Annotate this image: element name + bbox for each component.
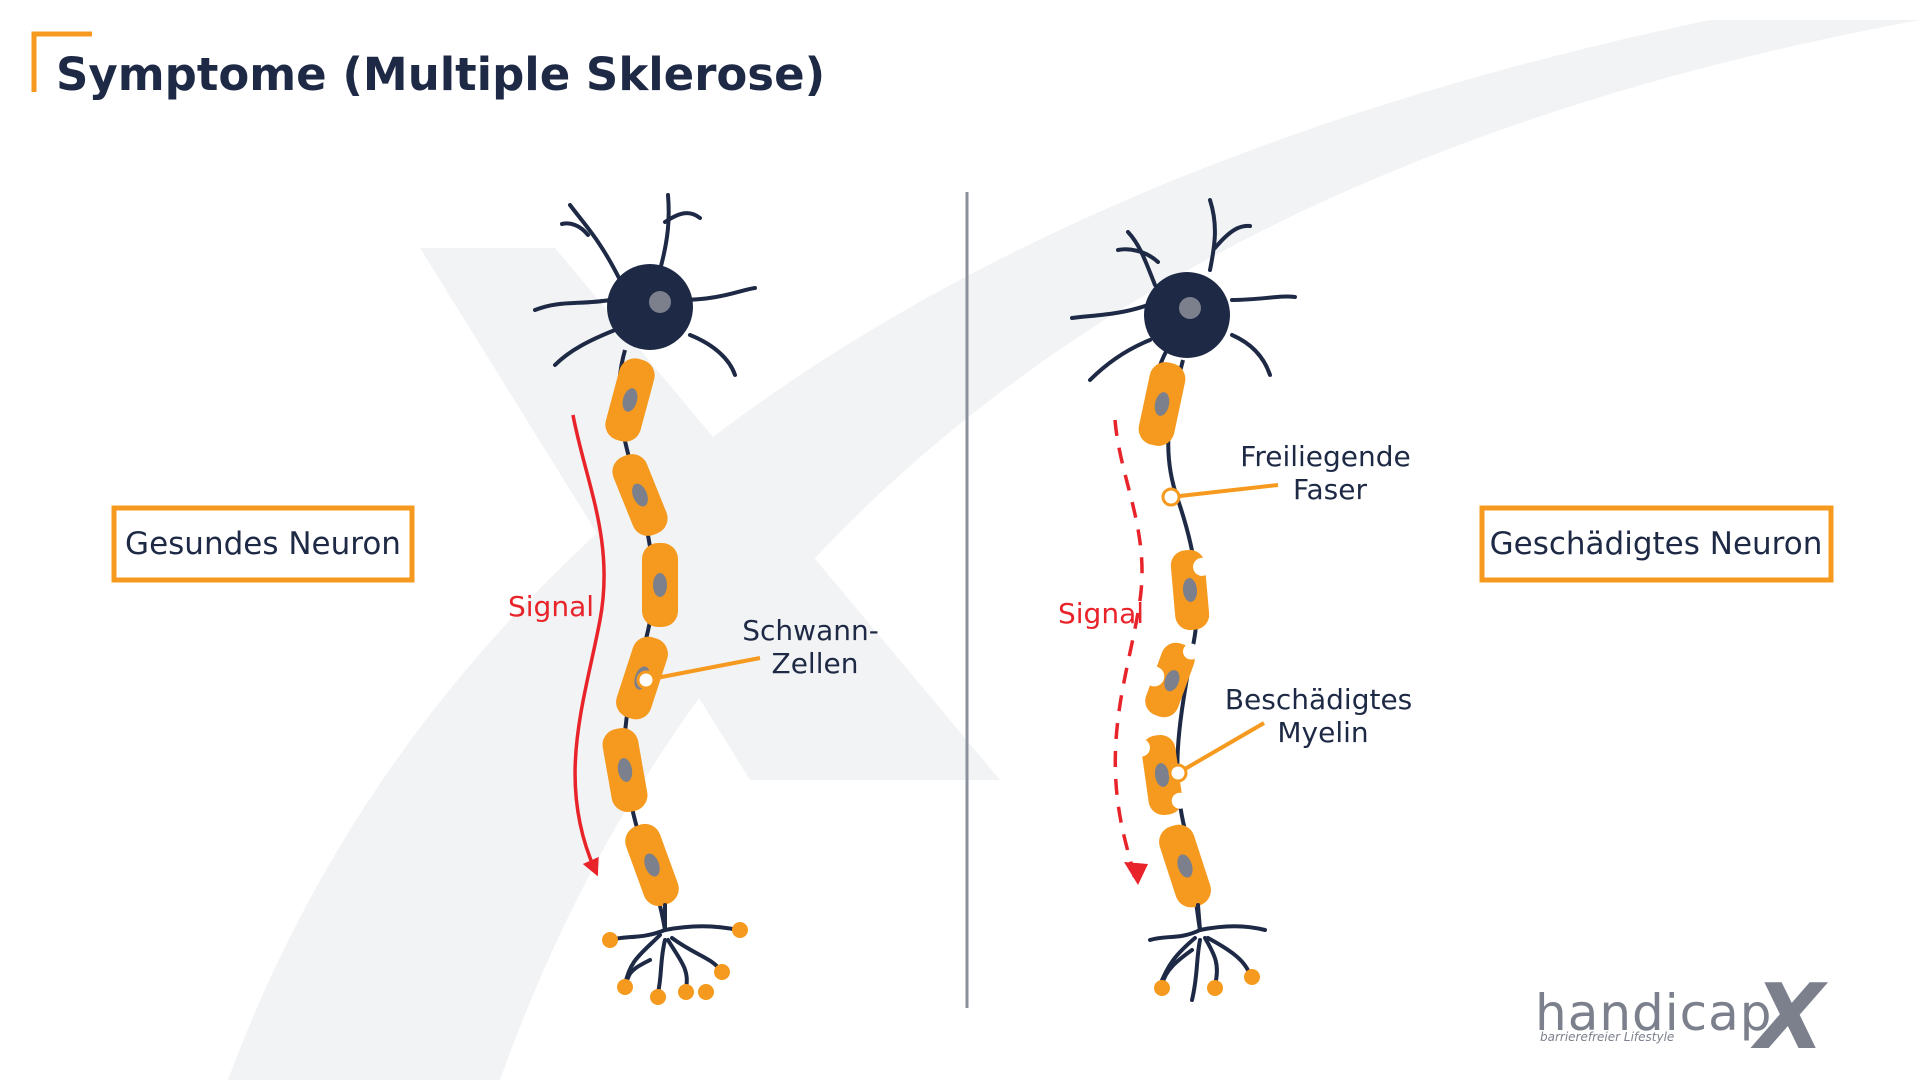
healthy-myelin-segment [602, 728, 648, 812]
damaged-callout1-dot [1161, 487, 1181, 507]
damaged-soma-nucleus [1179, 297, 1201, 319]
healthy-signal-arrow [571, 414, 606, 877]
damaged-callout2-line [1176, 721, 1266, 775]
damaged-callout2-label: Beschädigtes Myelin [1225, 683, 1421, 749]
healthy-myelin-segment [625, 823, 679, 907]
healthy-neuron: Signal Schwann- Zellen [508, 193, 887, 1005]
page-title: Symptome (Multiple Sklerose) [56, 48, 825, 101]
damaged-myelin-segment [1131, 734, 1188, 816]
damaged-signal-arrow [1113, 419, 1144, 881]
healthy-callout-dot [636, 670, 656, 690]
healthy-myelin-segment [605, 358, 655, 442]
healthy-soma [607, 264, 693, 350]
damaged-myelin-segment [1170, 549, 1212, 631]
healthy-callout-label: Schwann- Zellen [742, 614, 887, 680]
damaged-label-box: Geschädigtes Neuron [1479, 505, 1834, 583]
damaged-myelin-segment [1144, 642, 1200, 718]
watermark-x [228, 20, 1920, 1080]
damaged-label-text: Geschädigtes Neuron [1490, 526, 1823, 562]
healthy-callout-line [645, 656, 761, 682]
healthy-axon-terminals [602, 903, 748, 1005]
logo-wordmark: handicap [1535, 984, 1773, 1042]
healthy-label-text: Gesundes Neuron [125, 526, 401, 562]
damaged-signal-arrowhead [1124, 862, 1148, 885]
handicapx-logo: handicap X barrierefreier Lifestyle [1535, 965, 1829, 1070]
healthy-myelin-segment [642, 543, 678, 627]
damaged-myelin-segment-intact [1159, 824, 1211, 908]
healthy-signal-label: Signal [508, 590, 594, 623]
damaged-callout2-dot [1168, 763, 1188, 783]
logo-tagline: barrierefreier Lifestyle [1540, 1030, 1674, 1044]
damaged-myelin-segment-intact [1138, 362, 1186, 446]
damaged-axon-terminals [1148, 903, 1267, 1002]
damaged-callout1-label: Freiliegende Faser [1240, 440, 1419, 506]
damaged-callout1-line [1170, 483, 1279, 499]
damaged-signal-label: Signal [1058, 597, 1144, 630]
healthy-label-box: Gesundes Neuron [111, 505, 415, 583]
healthy-soma-nucleus [649, 291, 671, 313]
title-corner-bracket [31, 31, 92, 92]
healthy-myelin-segment [612, 454, 668, 536]
damaged-neuron: Signal Freiliegende Faser Beschädigtes M… [1058, 198, 1421, 1002]
logo-mark: X [1750, 965, 1829, 1070]
